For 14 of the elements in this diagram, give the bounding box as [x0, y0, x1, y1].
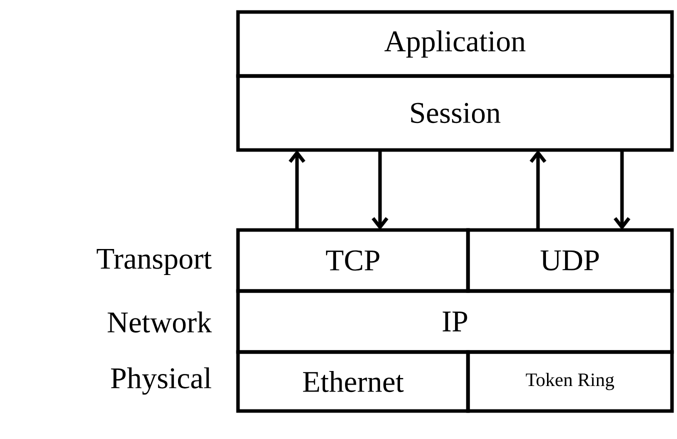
layer-box: Session [236, 74, 674, 152]
layer-label: Physical [111, 367, 212, 395]
layer-box: Token Ring [466, 350, 674, 413]
arrow [288, 150, 306, 230]
layer-box: Ethernet [236, 350, 470, 413]
arrow [530, 150, 546, 230]
layer-box: UDP [466, 228, 674, 293]
arrow [372, 150, 388, 230]
layer-box: IP [236, 289, 674, 354]
layer-label: Transport [96, 248, 212, 276]
layer-box: TCP [236, 228, 470, 293]
layer-box: Application [236, 10, 674, 78]
arrow [614, 150, 630, 230]
layer-label: Network [108, 311, 212, 333]
